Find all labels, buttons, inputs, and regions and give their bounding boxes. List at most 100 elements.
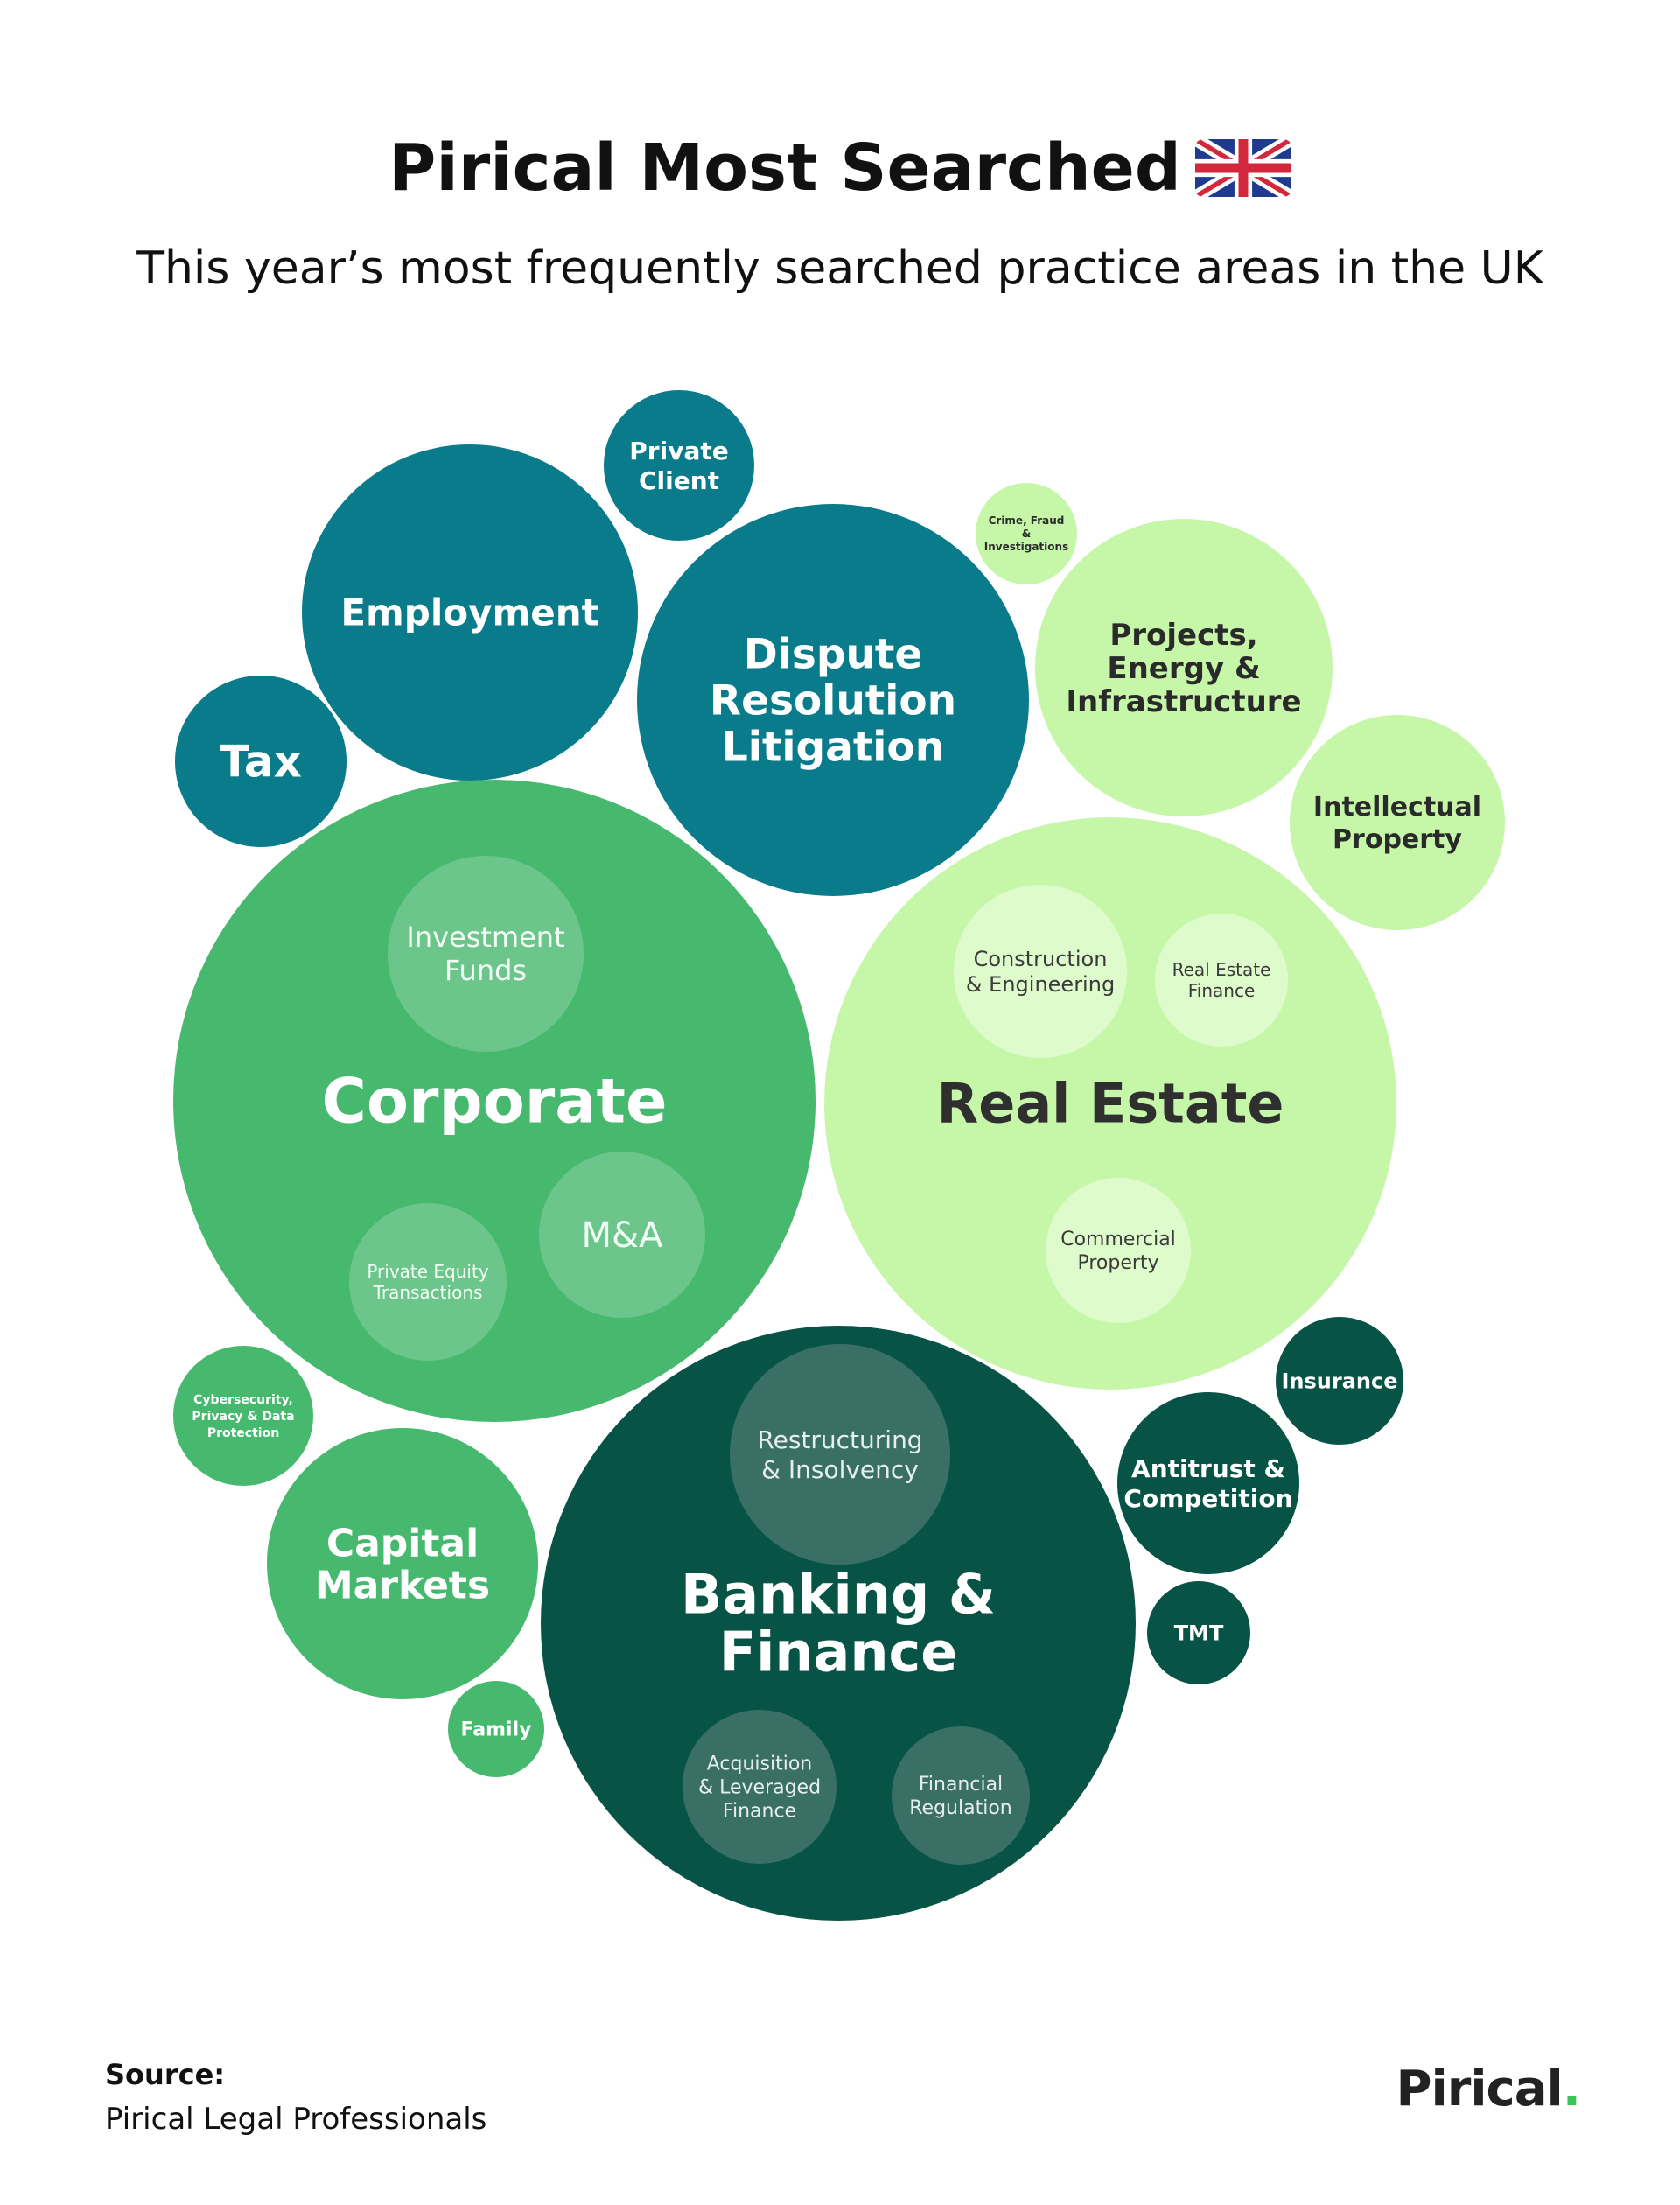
bubble-label-line: Finance [719, 1620, 958, 1684]
bubble-label-line: Property [1077, 1252, 1158, 1274]
bubble-label-line: Antitrust & [1131, 1454, 1285, 1483]
bubble-label-line: Property [1333, 824, 1462, 855]
bubble-label-line: Protection [207, 1426, 279, 1440]
bubble-circle-family [448, 1681, 544, 1777]
bubble-label-line: Real Estate [1172, 959, 1271, 980]
bubble-circle-intellectual-property [1290, 715, 1505, 930]
bubble-employment: Employment [302, 444, 638, 780]
bubble-label-insurance: Insurance [1281, 1368, 1397, 1393]
bubble-label-crime-fraud-investigations: Crime, Fraud&Investigations [984, 514, 1068, 553]
bubble-label-family: Family [461, 1719, 532, 1741]
bubble-label-line: Employment [340, 592, 598, 634]
bubble-label-line: Capital [326, 1521, 479, 1565]
bubble-circle-investment-funds [388, 856, 584, 1052]
bubble-circle-antitrust-competition [1117, 1392, 1299, 1574]
bubble-label-line: Funds [444, 954, 527, 987]
bubble-circle-tmt [1147, 1581, 1250, 1684]
bubble-circle-cybersecurity-privacy-data-protection [173, 1346, 313, 1486]
title-text: Pirical Most Searched [388, 130, 1181, 206]
bubble-label-line: Infrastructure [1066, 684, 1301, 719]
bubble-circle-acquisition-leveraged-finance [682, 1710, 836, 1864]
bubble-label-banking-finance: Banking &Finance [681, 1563, 996, 1684]
bubble-label-line: & Insolvency [761, 1455, 919, 1484]
bubble-circle-tax [175, 676, 346, 847]
bubble-label-line: Family [461, 1719, 532, 1741]
bubble-label-line: Finance [723, 1801, 796, 1823]
bubble-label-line: Dispute [744, 630, 923, 678]
bubble-label-line: Tax [220, 737, 302, 788]
bubble-label-line: Real Estate [937, 1072, 1284, 1136]
bubble-label-projects-energy-infrastructure: Projects,Energy &Infrastructure [1066, 618, 1301, 719]
bubble-construction-engineering: Construction& Engineering [954, 885, 1127, 1058]
bubble-label-line: Transactions [373, 1282, 483, 1303]
source-label: Source: [105, 2058, 226, 2091]
uk-flag-icon [1194, 139, 1292, 197]
bubble-label-line: TMT [1174, 1620, 1224, 1645]
bubble-circle-real-estate-finance [1155, 914, 1288, 1046]
source-text: Pirical Legal Professionals [105, 2102, 487, 2137]
bubble-circle-private-equity-transactions [349, 1203, 507, 1361]
bubble-circle-private-client [604, 390, 754, 541]
bubble-label-line: Private Equity [367, 1261, 488, 1282]
bubble-tax: Tax [175, 676, 346, 847]
bubble-circle-capital-markets [267, 1428, 538, 1699]
bubble-label-line: Resolution [710, 676, 956, 724]
bubble-label-line: Markets [315, 1563, 490, 1607]
page-title: Pirical Most Searched [0, 130, 1680, 207]
bubble-label-line: Finance [1188, 980, 1256, 1001]
bubble-label-line: Crime, Fraud [989, 514, 1065, 527]
bubble-insurance: Insurance [1276, 1317, 1404, 1445]
bubble-label-line: Competition [1124, 1484, 1292, 1513]
bubble-label-line: Regulation [909, 1797, 1012, 1819]
bubble-label-line: Banking & [681, 1563, 996, 1627]
bubble-label-line: & [1022, 528, 1031, 540]
bubble-family: Family [448, 1681, 544, 1777]
bubble-label-construction-engineering: Construction& Engineering [966, 947, 1115, 997]
bubble-circle-dispute-resolution-litigation [637, 504, 1029, 896]
bubble-label-line: Insurance [1281, 1368, 1397, 1393]
bubble-label-line: Commercial [1060, 1228, 1176, 1250]
bubble-label-line: Litigation [722, 723, 944, 771]
bubble-m-and-a: M&A [539, 1152, 705, 1318]
bubble-label-line: Construction [974, 947, 1108, 971]
bubble-antitrust-competition: Antitrust &Competition [1117, 1392, 1299, 1574]
bubble-label-m-and-a: M&A [581, 1215, 663, 1256]
bubble-label-line: & Leveraged [698, 1777, 821, 1799]
logo-dot: . [1562, 2061, 1581, 2118]
bubble-label-antitrust-competition: Antitrust &Competition [1124, 1454, 1292, 1513]
bubble-circle-financial-regulation [892, 1726, 1030, 1865]
logo-text: Pirical [1396, 2061, 1563, 2118]
bubble-label-line: Cybersecurity, [193, 1393, 293, 1407]
bubble-circle-commercial-property [1046, 1178, 1191, 1323]
bubble-circle-construction-engineering [954, 885, 1127, 1058]
bubble-label-tax: Tax [220, 737, 302, 788]
bubble-tmt: TMT [1147, 1581, 1250, 1684]
bubble-label-line: Energy & [1107, 651, 1260, 686]
bubble-label-line: Investment [406, 920, 564, 954]
bubble-crime-fraud-investigations: Crime, Fraud&Investigations [976, 483, 1077, 584]
bubble-label-line: & Engineering [966, 972, 1115, 997]
bubble-label-line: M&A [581, 1215, 663, 1256]
bubble-circle-insurance [1276, 1317, 1404, 1445]
bubble-circle-crime-fraud-investigations [976, 483, 1077, 584]
